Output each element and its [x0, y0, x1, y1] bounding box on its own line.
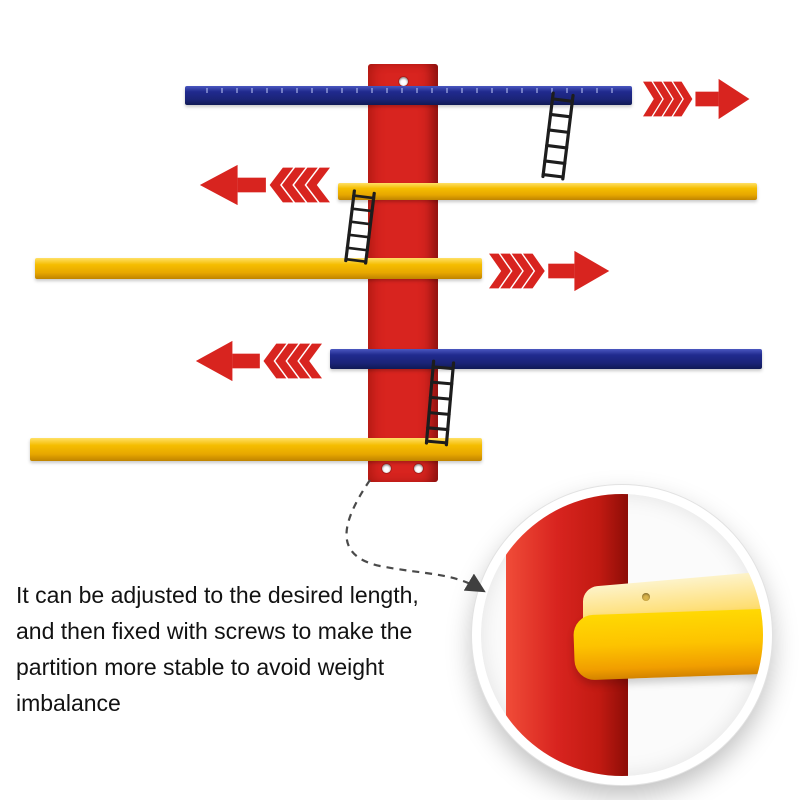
shelf-yellow-bottom — [30, 438, 482, 461]
arrow-left-icon — [195, 340, 322, 382]
caption-line: It can be adjusted to the desired length… — [16, 582, 419, 608]
arrow-left-icon — [199, 164, 330, 206]
shelf-yellow-second — [338, 183, 757, 200]
arrow-right-icon — [489, 250, 610, 292]
screw-hole-top — [399, 77, 408, 86]
ladder-icon — [344, 189, 376, 265]
callout-connector — [345, 479, 486, 593]
shelf-yellow-third — [35, 258, 482, 279]
arrow-right-icon — [643, 78, 750, 120]
caption-line: and then fixed with screws to make the — [16, 618, 413, 644]
caption: It can be adjusted to the desired length… — [16, 577, 490, 721]
caption-line: partition more stable to avoid weight — [16, 654, 385, 680]
ladder-icon — [424, 359, 456, 447]
magnifier-inset — [472, 485, 772, 785]
ladder-icon — [541, 91, 575, 181]
screw-hole-bottom-right — [414, 464, 423, 473]
screw-hole-bottom-left — [382, 464, 391, 473]
shelf-blue-fourth — [330, 349, 762, 369]
caption-line: imbalance — [16, 690, 121, 716]
magnified-shelf-edge — [572, 608, 763, 681]
magnified-screw-hole — [641, 592, 650, 601]
shelf-blue-top — [185, 86, 632, 105]
